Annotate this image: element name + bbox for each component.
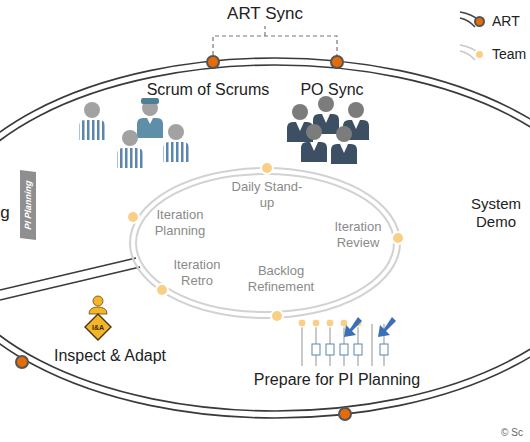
team-event-name: Iteration Review — [323, 219, 393, 250]
scrum-of-scrums-people — [79, 98, 189, 168]
team-event-name: Backlog Refinement — [236, 263, 326, 294]
po-sync-people — [287, 96, 369, 164]
legend-swatch — [474, 16, 485, 27]
art-event-dot — [16, 56, 351, 420]
sync-bracket — [213, 26, 337, 62]
copyright-note: © Sc — [494, 427, 530, 439]
event-name: Scrum of Scrums — [128, 80, 288, 99]
legend-swatch — [474, 49, 485, 60]
ia-person — [89, 296, 107, 314]
legend-text: ART — [492, 13, 520, 29]
event-name-fragment: g — [0, 203, 11, 223]
diamond-text: I&A — [92, 324, 104, 331]
event-name: Prepare for PI Planning — [232, 370, 442, 389]
ia-diamond: I&A — [84, 313, 112, 341]
team-event-name: Iteration Retro — [162, 257, 232, 288]
team-event-name: Iteration Planning — [140, 207, 220, 238]
event-name: PO Sync — [282, 80, 382, 99]
team-event-name: Daily Stand-up — [227, 179, 307, 210]
team-event-dot — [127, 162, 404, 322]
legend-text: Team — [492, 46, 526, 62]
art-loop — [0, 58, 530, 418]
pi-branch — [0, 258, 140, 300]
event-name: Inspect & Adapt — [35, 346, 185, 365]
sync-title: ART Sync — [205, 4, 325, 24]
pi-planning-tag: PI Planning — [20, 170, 36, 240]
planning-board-icon — [298, 317, 396, 366]
team-loop — [130, 168, 400, 318]
event-name: System Demo — [466, 195, 526, 231]
tag-text: PI Planning — [24, 180, 33, 230]
